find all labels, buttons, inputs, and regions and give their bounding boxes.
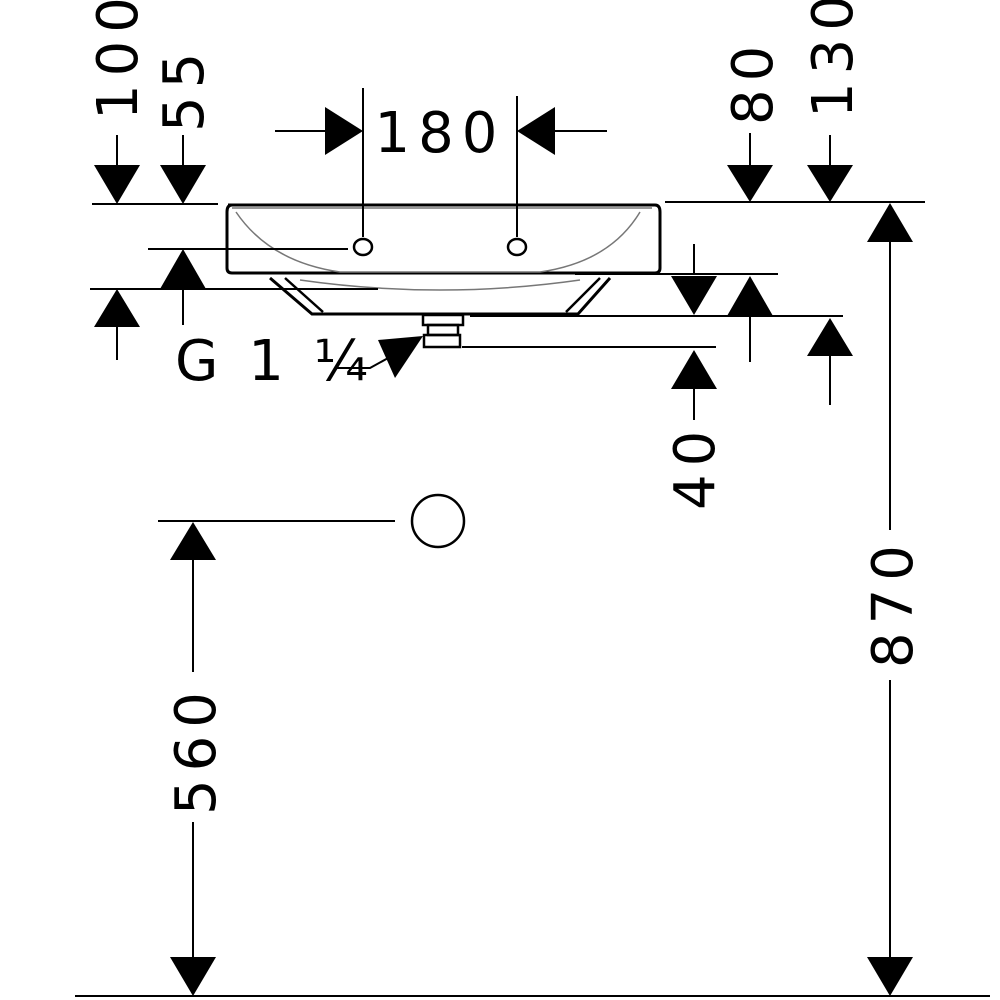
tap-hole-left	[352, 237, 374, 257]
basin-lower-curve	[299, 279, 581, 291]
arrow-left	[517, 107, 555, 155]
basin-lower-inner-left	[284, 277, 324, 313]
dim-870-label: 870	[861, 537, 926, 668]
arrow-up	[94, 289, 140, 327]
basin-rim-outline	[225, 203, 662, 275]
arrow-down	[867, 957, 913, 996]
arrow-up	[807, 318, 853, 356]
dim-180: 180	[275, 101, 607, 166]
arrow-down	[807, 165, 853, 202]
waste-outlet-circle	[410, 493, 466, 549]
dim-560-label: 560	[164, 684, 229, 815]
arrow-up	[160, 249, 206, 289]
drain-waste-bottom	[422, 333, 462, 349]
dim-180-label: 180	[375, 101, 506, 166]
basin-lower-inner-right	[565, 277, 601, 313]
dim-100: 100	[86, 0, 151, 360]
dim-870: 870	[861, 203, 926, 996]
arrow-down	[727, 165, 773, 202]
arrow-right	[325, 107, 363, 155]
dim-55: 55	[152, 45, 217, 325]
dim-55-label: 55	[152, 45, 217, 132]
arrow-up	[170, 522, 216, 560]
arrow-down	[671, 276, 717, 315]
thread-leader-line	[335, 356, 391, 369]
basin-body	[225, 203, 662, 549]
dim-40: 40	[663, 244, 728, 510]
tap-hole-right	[506, 237, 528, 257]
arrow-up	[671, 350, 717, 389]
dim-100-label: 100	[86, 0, 151, 120]
dim-560: 560	[164, 522, 229, 996]
drain-waste-top	[421, 313, 465, 327]
arrow-up	[867, 203, 913, 242]
basin-bowl-curve	[235, 211, 641, 273]
drain-waste	[421, 313, 465, 349]
arrow-down	[170, 957, 216, 996]
dim-130-label: 130	[801, 0, 866, 118]
thread-label: G 1 ¼	[175, 329, 374, 394]
dim-40-label: 40	[663, 423, 728, 510]
extension-lines	[75, 88, 990, 997]
arrow-up	[727, 276, 773, 316]
dim-80: 80	[721, 38, 786, 362]
arrow-down	[94, 165, 140, 204]
thread-callout: G 1 ¼	[175, 329, 423, 394]
arrow-down	[160, 165, 206, 204]
dim-80-label: 80	[721, 38, 786, 125]
thread-arrow	[378, 336, 423, 378]
drain-waste-mid	[426, 323, 460, 337]
dim-130: 130	[801, 0, 866, 405]
